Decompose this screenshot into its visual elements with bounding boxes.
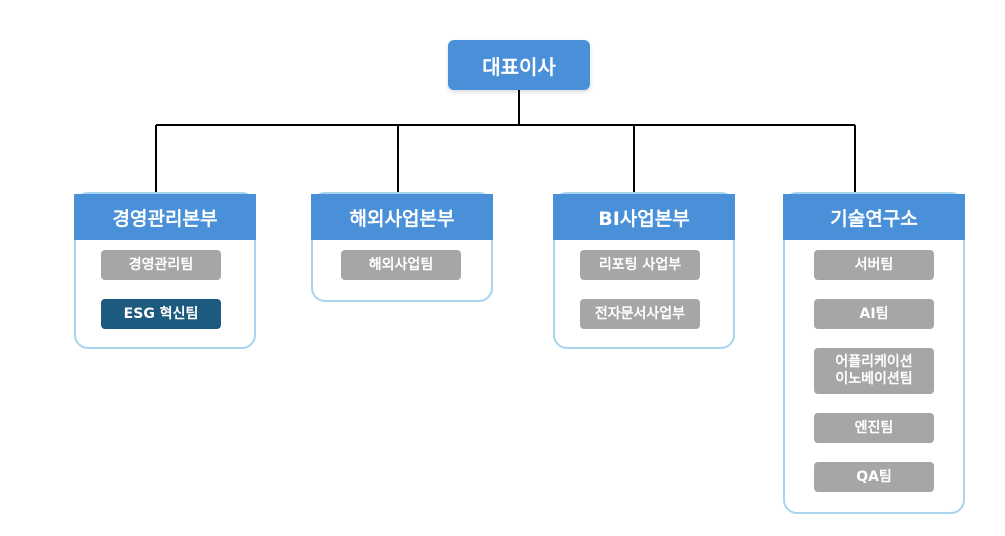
team-esg-innovation: ESG 혁신팀 <box>101 299 221 329</box>
division-management: 경영관리본부 경영관리팀 ESG 혁신팀 <box>74 192 256 349</box>
team-server: 서버팀 <box>814 250 934 280</box>
ceo-box: 대표이사 <box>448 40 590 90</box>
team-e-document: 전자문서사업부 <box>580 299 700 329</box>
division-research: 기술연구소 서버팀 AI팀 어플리케이션 이노베이션팀 엔진팀 QA팀 <box>783 192 965 514</box>
team-management: 경영관리팀 <box>101 250 221 280</box>
division-overseas: 해외사업본부 해외사업팀 <box>311 192 493 302</box>
division-title: BI사업본부 <box>553 194 735 240</box>
team-ai: AI팀 <box>814 299 934 329</box>
division-title: 해외사업본부 <box>311 194 493 240</box>
team-application-innovation-label: 어플리케이션 이노베이션팀 <box>835 354 913 387</box>
team-reporting: 리포팅 사업부 <box>580 250 700 280</box>
division-title: 기술연구소 <box>783 194 965 240</box>
team-application-innovation: 어플리케이션 이노베이션팀 <box>814 348 934 394</box>
division-bi: BI사업본부 리포팅 사업부 전자문서사업부 <box>553 192 735 349</box>
team-engine: 엔진팀 <box>814 413 934 443</box>
division-title: 경영관리본부 <box>74 194 256 240</box>
team-qa: QA팀 <box>814 462 934 492</box>
team-overseas: 해외사업팀 <box>341 250 461 280</box>
ceo-label: 대표이사 <box>482 54 556 79</box>
